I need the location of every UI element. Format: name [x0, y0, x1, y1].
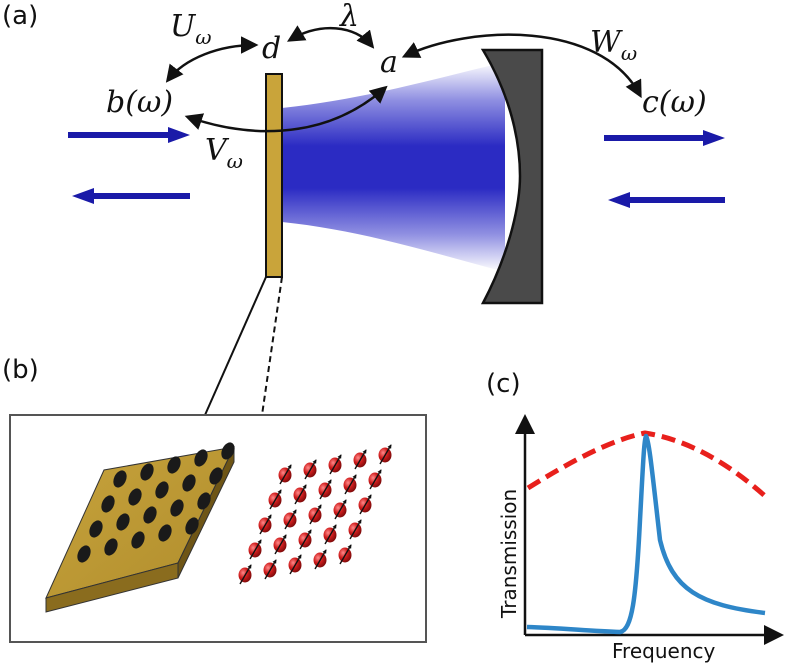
x-axis-label: Frequency: [612, 639, 715, 663]
atom: [358, 494, 372, 515]
plate-hole: [209, 467, 223, 485]
atom: [368, 469, 382, 490]
atom: [378, 444, 392, 465]
atom: [353, 449, 367, 470]
y-axis-label: Transmission: [497, 489, 521, 619]
panel-a-label: (a): [2, 1, 38, 31]
symbol-lambda: λ: [339, 0, 359, 34]
atom: [283, 509, 297, 530]
plate-hole: [113, 470, 127, 488]
plate-hole: [128, 488, 142, 506]
plate-hole: [185, 517, 199, 535]
coupling-W-arrow: [401, 33, 642, 99]
atom: [308, 504, 322, 525]
coupling-lambda-arrow: [286, 25, 375, 49]
plate-hole: [131, 531, 145, 549]
perforated-plate: [45, 442, 235, 613]
plate-hole: [101, 495, 115, 513]
symbol-V: Vω: [205, 133, 243, 173]
plate-hole: [194, 449, 208, 467]
atom: [258, 514, 272, 535]
symbol-b: b(ω): [106, 85, 173, 120]
atom: [348, 519, 362, 540]
atom: [343, 474, 357, 495]
right-outgoing-arrow: [604, 130, 725, 146]
plate-hole: [140, 463, 154, 481]
narrow-transmission-peak: [526, 433, 766, 635]
atom: [273, 534, 287, 555]
plate-hole: [77, 545, 91, 563]
atom: [268, 489, 282, 510]
zoom-line-solid: [204, 276, 267, 416]
cavity-beam: [282, 62, 505, 272]
atom: [338, 544, 352, 565]
left-incoming-arrow: [68, 127, 190, 143]
panel-c-label: (c): [486, 369, 521, 399]
plate-hole: [155, 481, 169, 499]
atom: [248, 539, 262, 560]
plate-hole: [143, 506, 157, 524]
zoom-line-dashed: [261, 276, 283, 416]
atom: [263, 559, 277, 580]
atom: [313, 549, 327, 570]
plate-hole: [182, 474, 196, 492]
atom-array: [238, 444, 392, 585]
plate-hole: [197, 492, 211, 510]
atom: [298, 529, 312, 550]
left-outgoing-arrow: [72, 188, 190, 204]
plate-hole: [167, 456, 181, 474]
atom: [333, 499, 347, 520]
atom: [238, 564, 252, 585]
atom: [328, 454, 342, 475]
membrane: [265, 73, 283, 278]
plate-hole: [89, 520, 103, 538]
panel-b-label: (b): [2, 355, 39, 385]
broad-transmission-curve: [526, 430, 767, 498]
coupling-U-arrow: [165, 36, 259, 83]
plate-hole: [104, 538, 118, 556]
plate-hole: [158, 524, 172, 542]
right-incoming-arrow: [608, 192, 725, 208]
atom: [278, 464, 292, 485]
atom: [303, 459, 317, 480]
atom: [323, 524, 337, 545]
plate-hole: [116, 513, 130, 531]
plate-holes: [77, 442, 235, 563]
symbol-W: Wω: [590, 25, 637, 65]
plate-hole: [221, 442, 235, 460]
atom: [293, 484, 307, 505]
plate-hole: [170, 499, 184, 517]
atom: [288, 554, 302, 575]
symbol-a: a: [380, 45, 398, 80]
coupling-V-arrow: [184, 85, 388, 133]
symbol-U: Uω: [170, 9, 212, 49]
inset-box: [9, 414, 427, 643]
symbol-c: c(ω): [642, 85, 707, 120]
symbol-d: d: [262, 31, 281, 66]
atom: [318, 479, 332, 500]
